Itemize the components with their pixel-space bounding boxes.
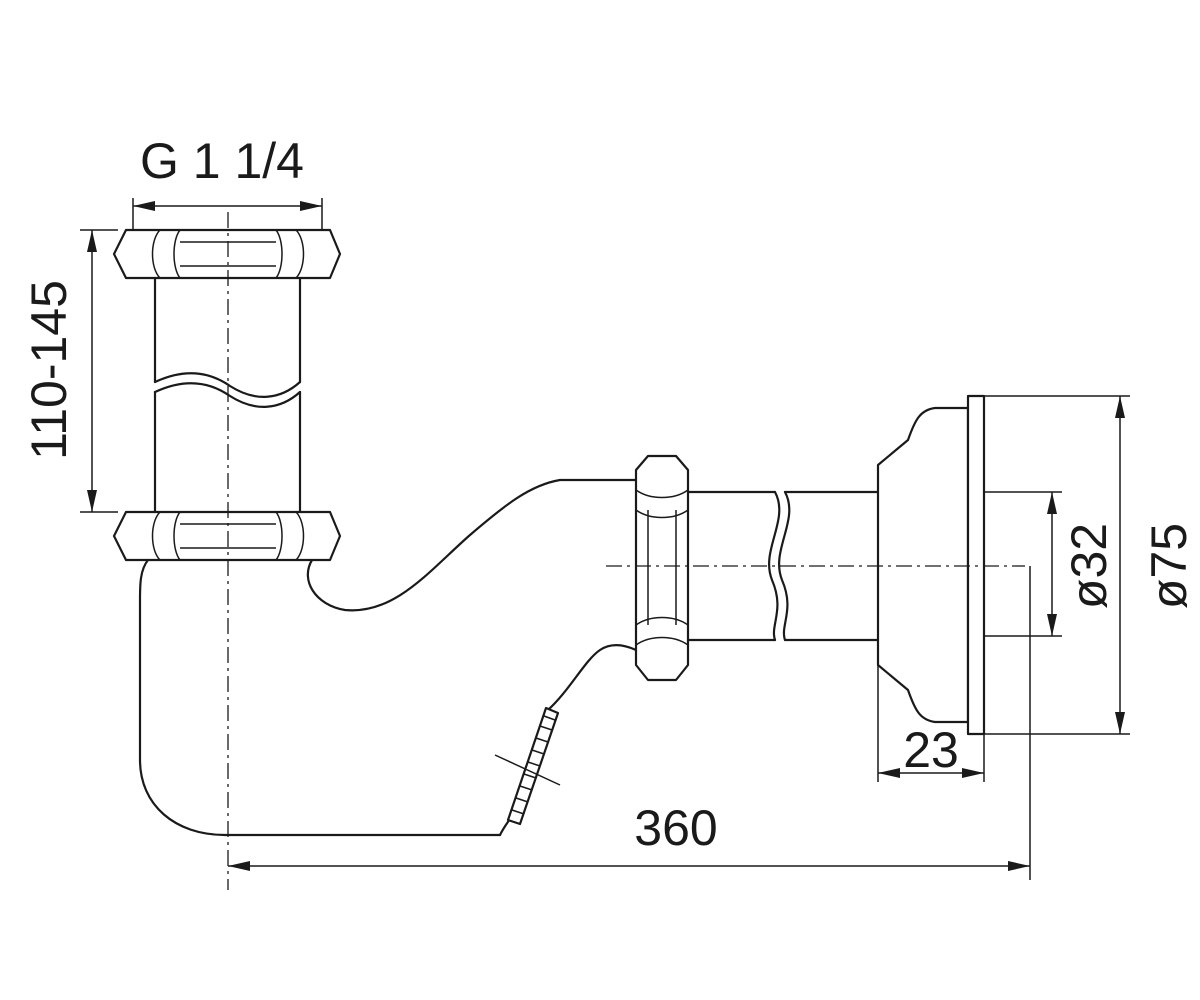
flange-diameter-dimension: [984, 395, 1130, 735]
height-dimension: [80, 229, 118, 513]
trap-body: [138, 478, 638, 837]
thread-dimension: [132, 198, 323, 230]
length-label: 360: [634, 800, 717, 856]
top-nut: [112, 228, 342, 280]
outlet-tube: [686, 490, 880, 642]
flange-diameter-label: ø75: [1141, 523, 1197, 609]
height-range-label: 110-145: [21, 280, 77, 460]
wall-flange: [876, 394, 986, 736]
length-dimension: [228, 566, 1031, 880]
drain-plug: [494, 706, 561, 837]
bottom-nut: [112, 510, 342, 562]
thread-size-label: G 1 1/4: [140, 133, 304, 189]
flange-depth-dimension: [877, 665, 985, 782]
flange-depth-label: 23: [903, 722, 959, 778]
outlet-diameter-label: ø32: [1061, 523, 1117, 609]
inlet-tube: [153, 276, 302, 514]
outlet-diameter-dimension: [984, 491, 1062, 637]
side-hex-nut: [634, 454, 690, 682]
center-lines: [227, 212, 1025, 890]
